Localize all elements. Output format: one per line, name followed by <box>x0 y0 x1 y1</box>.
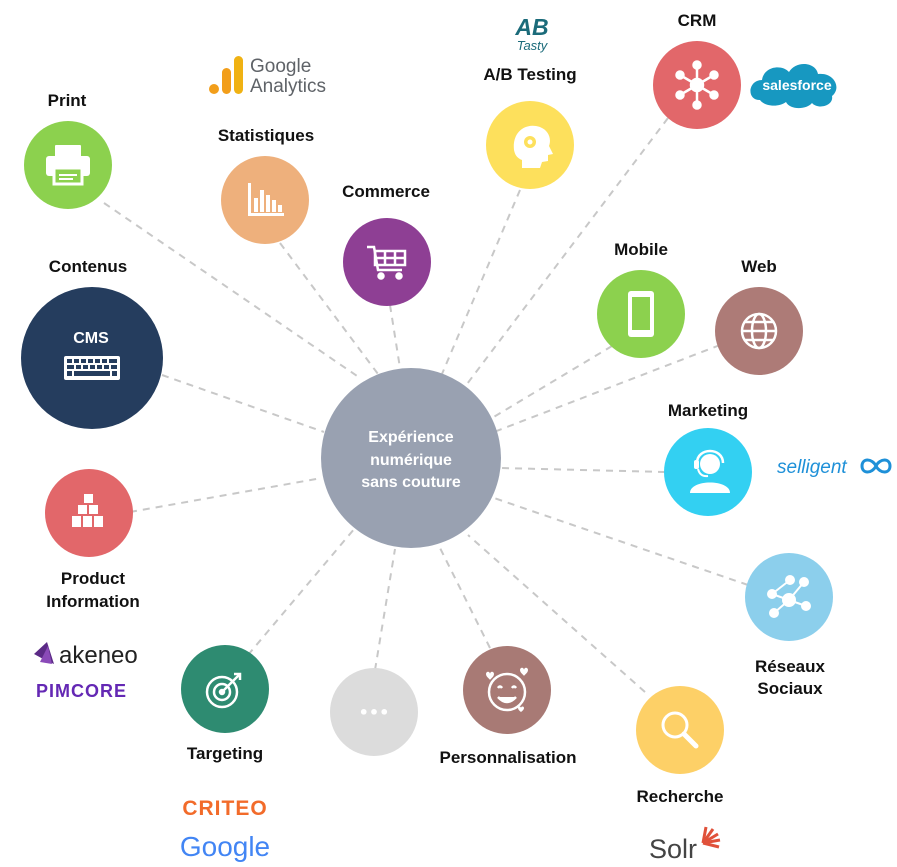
smiley-hearts-icon <box>486 667 528 712</box>
node-abtest: A/B Testing <box>483 65 577 189</box>
akeneo-text: akeneo <box>59 642 138 669</box>
node-marketing: Marketing <box>664 401 752 516</box>
printer-icon <box>46 145 90 186</box>
label-print: Print <box>48 91 87 110</box>
label-targeting: Targeting <box>187 744 263 763</box>
connector-commerce <box>389 304 401 369</box>
node-perso: Personnalisation <box>440 646 577 767</box>
node-stats: Statistiques <box>218 126 314 244</box>
node-targeting: Targeting <box>181 645 269 763</box>
target-icon <box>205 672 242 709</box>
abtasty-line2: Tasty <box>517 38 549 53</box>
label-marketing: Marketing <box>668 401 748 420</box>
center-node: Expérience numérique sans couture <box>321 368 501 548</box>
label-web: Web <box>741 257 777 276</box>
solr-logo: Solr <box>649 826 721 864</box>
connector-cms <box>161 374 325 433</box>
label-search: Recherche <box>637 787 724 806</box>
pimcore-logo: PIMCORE <box>36 681 127 701</box>
salesforce-text: salesforce <box>762 77 831 93</box>
connector-web <box>493 344 721 433</box>
selligent-text: selligent <box>777 457 847 478</box>
support-agent-icon <box>690 449 730 493</box>
connector-social <box>493 497 749 586</box>
connector-crm <box>466 117 669 385</box>
akeneo-logo: akeneo <box>34 642 138 669</box>
center-line2: numérique <box>370 452 452 469</box>
node-more: ••• <box>330 668 418 756</box>
label-commerce: Commerce <box>342 182 430 201</box>
ga-line1: Google <box>250 56 311 77</box>
connector-product <box>129 477 323 513</box>
selligent-logo: selligent <box>777 457 892 478</box>
label-social-2: Sociaux <box>757 679 823 698</box>
node-social: Réseaux Sociaux <box>745 553 833 698</box>
magnifier-icon <box>661 711 699 749</box>
google-text: Google <box>180 831 270 862</box>
connector-mobile <box>491 345 613 419</box>
connector-perso <box>439 547 491 649</box>
node-search: Recherche <box>636 686 724 806</box>
node-cms: Contenus CMS <box>21 257 163 429</box>
connector-more <box>374 548 396 671</box>
solr-text: Solr <box>649 834 697 864</box>
node-print: Print <box>24 91 112 209</box>
label-perso: Personnalisation <box>440 748 577 767</box>
globe-icon <box>740 312 778 350</box>
connector-search <box>467 534 646 693</box>
node-product: Product Information <box>45 469 140 611</box>
google-logo: Google <box>180 831 270 862</box>
label-cms: Contenus <box>49 257 127 276</box>
center-line1: Expérience <box>368 429 453 446</box>
network-hub-icon <box>675 60 719 110</box>
node-commerce: Commerce <box>342 182 431 306</box>
connectors <box>103 117 749 693</box>
node-crm: CRM <box>653 11 741 129</box>
label-product-2: Information <box>46 592 140 611</box>
bar-chart-icon <box>248 183 284 216</box>
pimcore-text: PIMCORE <box>36 681 127 701</box>
label-social-1: Réseaux <box>755 657 825 676</box>
cms-inner-label: CMS <box>73 330 109 347</box>
connector-targeting <box>247 527 356 656</box>
connector-abtest <box>441 189 521 375</box>
label-stats: Statistiques <box>218 126 314 145</box>
shopping-cart-icon <box>367 245 407 280</box>
social-network-icon <box>767 575 811 618</box>
keyboard-icon <box>64 356 120 380</box>
salesforce-logo: salesforce <box>750 63 837 109</box>
connector-stats <box>279 242 379 375</box>
ga-line2: Analytics <box>250 76 326 97</box>
boxes-icon <box>72 494 103 527</box>
abtasty-line1: AB <box>514 14 548 40</box>
smartphone-icon <box>628 291 654 337</box>
label-abtest: A/B Testing <box>483 65 576 84</box>
ellipsis-icon: ••• <box>359 703 390 722</box>
abtasty-logo: AB Tasty <box>514 14 548 53</box>
google-analytics-logo: Google Analytics <box>209 56 326 97</box>
label-product-1: Product <box>61 569 126 588</box>
connector-marketing <box>499 467 666 473</box>
node-web: Web <box>715 257 803 375</box>
node-mobile: Mobile <box>597 240 685 358</box>
center-line3: sans couture <box>361 474 461 491</box>
criteo-text: CRITEO <box>182 797 267 820</box>
criteo-logo: CRITEO <box>182 797 267 820</box>
label-mobile: Mobile <box>614 240 668 259</box>
head-gear-icon <box>513 125 553 168</box>
label-crm: CRM <box>678 11 717 30</box>
